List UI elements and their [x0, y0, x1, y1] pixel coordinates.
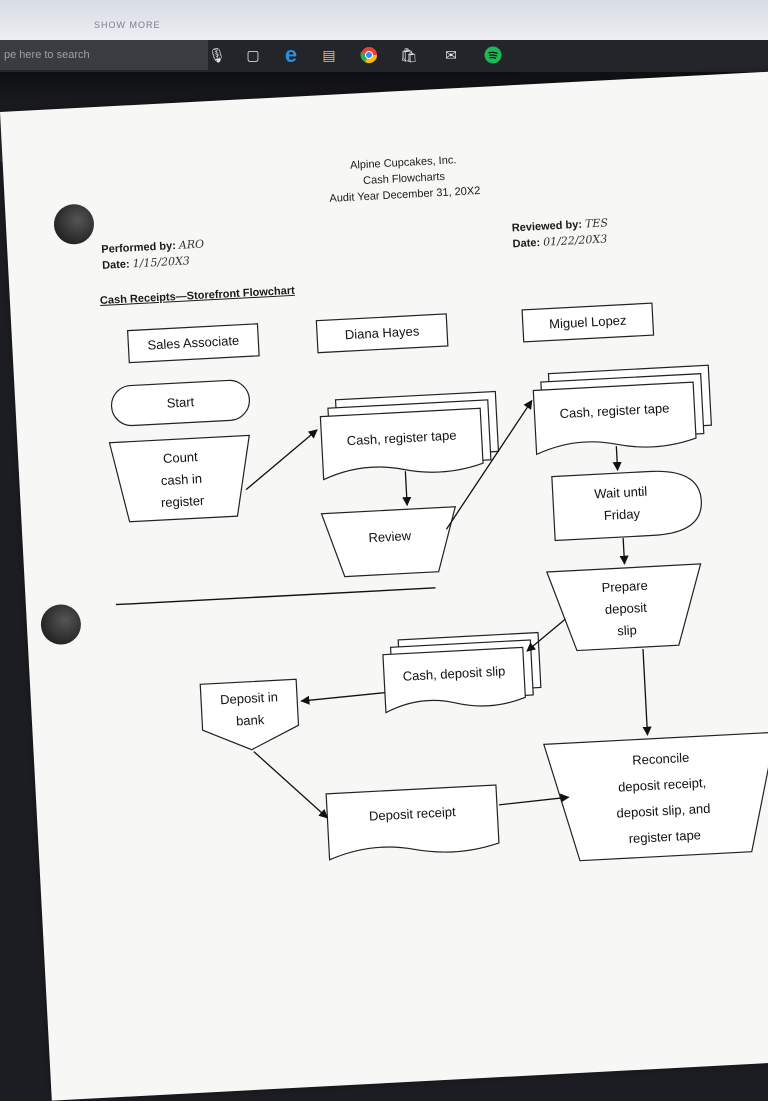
deposit-bank-shape [199, 678, 300, 751]
arrow-wait-to-prepare [619, 537, 629, 565]
reconcile-shape [543, 731, 768, 862]
wait-delay-shape [551, 470, 702, 542]
explorer-icon[interactable]: ▤ [322, 46, 336, 63]
mail-icon[interactable]: ✉ [445, 46, 457, 63]
section-divider [115, 587, 436, 606]
lane-diana-box [315, 313, 449, 354]
arrow-slip-to-bank [300, 692, 385, 705]
diana-document-stack [319, 390, 500, 481]
flowchart-paper: Alpine Cupcakes, Inc. Cash Flowcharts Au… [0, 66, 768, 1101]
deposit-slip-document-stack [382, 631, 542, 714]
taskbar-search-input[interactable]: pe here to search [0, 40, 208, 70]
arrow-review-to-miguel [445, 399, 533, 530]
spotify-icon[interactable] [482, 44, 504, 66]
arrow-prepare-to-reconcile [642, 649, 652, 736]
arrow-miguel-to-wait [612, 446, 622, 472]
review-shape [320, 506, 457, 578]
arrow-bank-to-receipt [253, 751, 329, 819]
store-icon[interactable]: 🛍 [400, 46, 418, 63]
monitor-screen: SHOW MORE [0, 0, 768, 40]
miguel-document-stack [532, 364, 712, 456]
prepare-slip-shape [545, 563, 702, 652]
count-cash-shape [108, 434, 250, 523]
lane-sales-box [126, 323, 260, 364]
taskbar: pe here to search 🎙 ▢ e ▤ 🛍 ✉ [0, 40, 768, 72]
start-terminator [110, 379, 251, 427]
lane-miguel-box [521, 302, 655, 343]
screen-hint-text: SHOW MORE [94, 20, 161, 30]
arrow-count-to-diana [245, 429, 318, 491]
arrow-diana-to-review [402, 471, 412, 507]
arrow-prepare-to-slip [526, 618, 566, 652]
arrow-receipt-to-reconcile [498, 793, 570, 806]
deposit-receipt-shape [325, 784, 500, 861]
microphone-icon[interactable]: 🎙 [208, 46, 226, 63]
edge-icon[interactable]: e [284, 42, 298, 67]
chrome-icon[interactable] [358, 44, 380, 66]
task-view-icon[interactable]: ▢ [246, 46, 260, 63]
flowchart-diagram [108, 302, 768, 862]
